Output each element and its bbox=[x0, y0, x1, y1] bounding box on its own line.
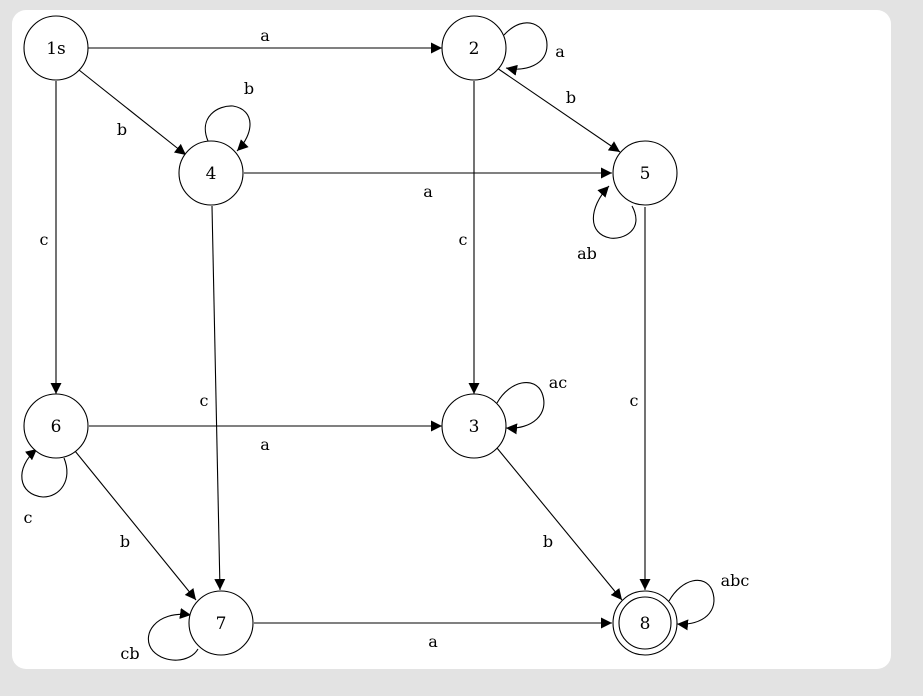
loop-8 bbox=[668, 579, 715, 631]
node-6-label: 6 bbox=[51, 417, 62, 437]
label-2-5: b bbox=[566, 88, 576, 107]
label-1-4: b bbox=[117, 120, 127, 139]
edge-2-5 bbox=[496, 67, 621, 153]
label-6-7: b bbox=[120, 532, 130, 551]
label-4-5: a bbox=[423, 182, 433, 201]
loop-5 bbox=[592, 185, 637, 239]
label-2-3: c bbox=[459, 230, 468, 249]
node-8-final: 8 bbox=[612, 590, 678, 656]
label-6-3: a bbox=[260, 435, 270, 454]
node-4-label: 4 bbox=[206, 164, 217, 184]
label-4-7: c bbox=[200, 391, 209, 410]
loop-6 bbox=[21, 448, 68, 498]
node-3: 3 bbox=[441, 393, 507, 459]
label-5-8: c bbox=[630, 391, 639, 410]
label-2-2: a bbox=[555, 42, 565, 61]
node-3-label: 3 bbox=[469, 417, 480, 437]
label-7-7: cb bbox=[120, 644, 139, 663]
node-1-label: 1s bbox=[46, 39, 66, 59]
label-3-8: b bbox=[543, 532, 553, 551]
loop-4 bbox=[204, 105, 251, 152]
node-8-label: 8 bbox=[640, 614, 651, 634]
label-7-8: a bbox=[428, 632, 438, 651]
edge-6-7 bbox=[74, 450, 197, 601]
node-2: 2 bbox=[441, 15, 507, 81]
edge-1-4 bbox=[78, 69, 187, 156]
node-4: 4 bbox=[178, 140, 244, 206]
node-5: 5 bbox=[612, 140, 678, 206]
label-1-6: c bbox=[40, 230, 49, 249]
label-8-8: abc bbox=[721, 571, 750, 590]
diagram-panel bbox=[12, 10, 891, 669]
node-7-label: 7 bbox=[216, 614, 227, 634]
label-5-5: ab bbox=[577, 244, 597, 263]
label-1-2: a bbox=[260, 26, 270, 45]
node-6: 6 bbox=[23, 393, 89, 459]
label-3-3: ac bbox=[549, 373, 568, 392]
node-1: 1s bbox=[23, 15, 89, 81]
node-5-label: 5 bbox=[640, 164, 651, 184]
edge-4-7 bbox=[211, 205, 226, 591]
loop-3 bbox=[496, 382, 545, 435]
loop-2 bbox=[503, 22, 548, 76]
node-7: 7 bbox=[188, 590, 254, 656]
edge-3-8 bbox=[496, 447, 623, 601]
label-6-6: c bbox=[24, 508, 33, 527]
node-2-label: 2 bbox=[469, 39, 480, 59]
label-4-4: b bbox=[244, 79, 254, 98]
loop-7 bbox=[147, 608, 199, 661]
final-state-ring bbox=[618, 596, 672, 650]
